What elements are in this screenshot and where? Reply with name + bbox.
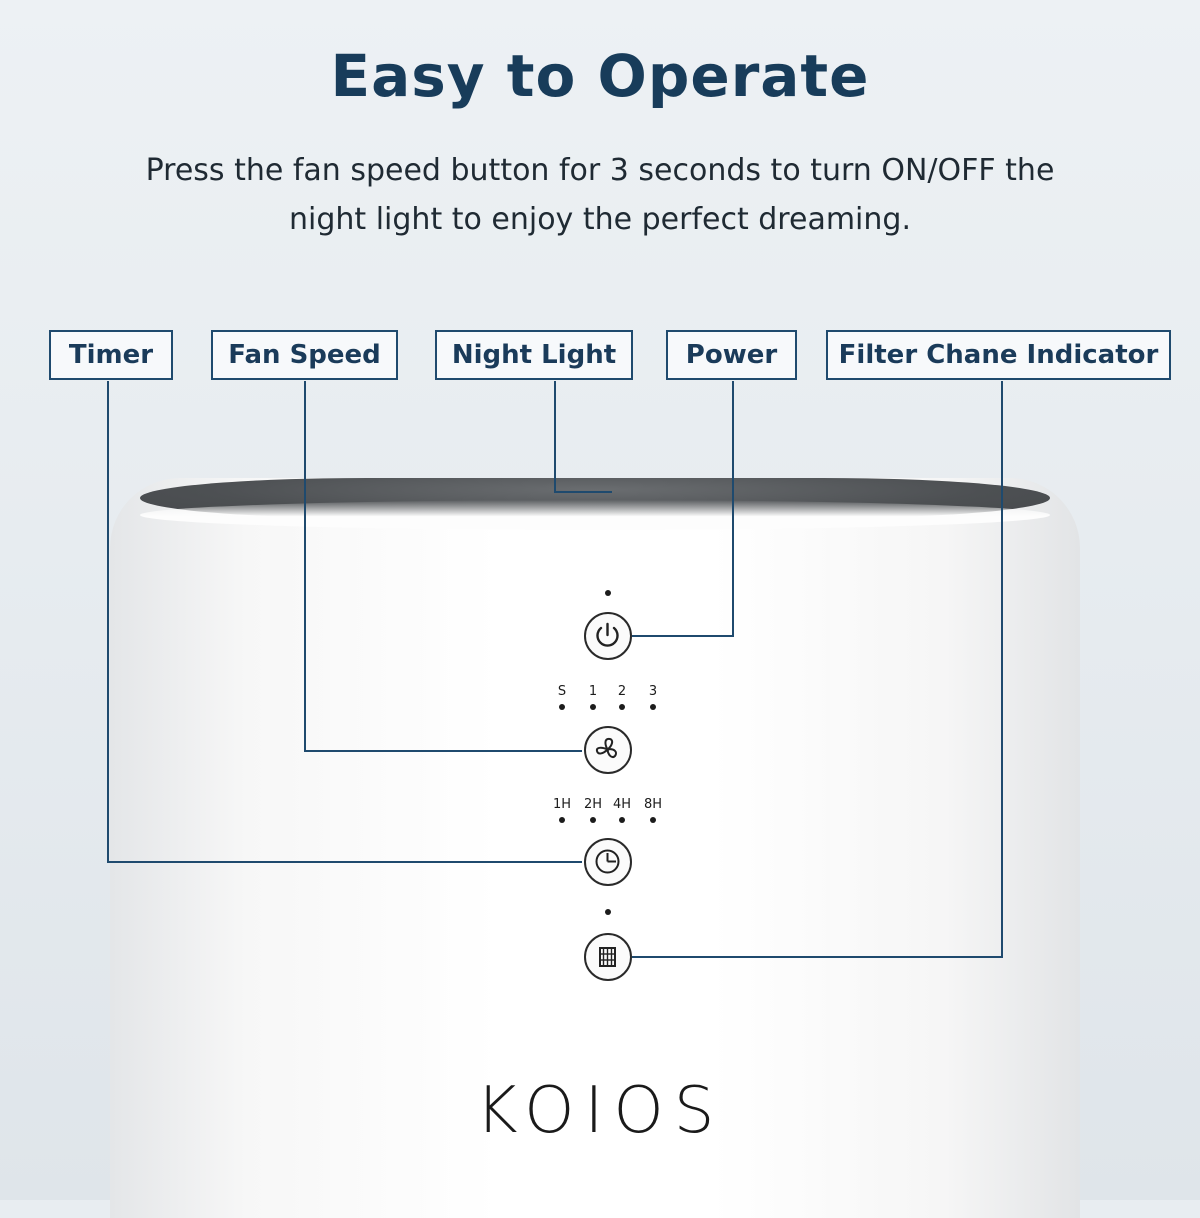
page-title: Easy to Operate bbox=[330, 42, 870, 110]
subtitle-line-2: night light to enjoy the perfect dreamin… bbox=[289, 202, 911, 237]
fan-icon bbox=[595, 737, 617, 759]
timer-level-label: 8H bbox=[643, 797, 663, 812]
fan-level-dot bbox=[650, 704, 656, 710]
label-power: Power bbox=[666, 330, 797, 380]
fan-level-label: 3 bbox=[648, 684, 658, 699]
timer-level-dot bbox=[619, 817, 625, 823]
subtitle-line-1: Press the fan speed button for 3 seconds… bbox=[145, 153, 1055, 188]
fan-level-dot bbox=[619, 704, 625, 710]
label-filter-change-indicator: Filter Chane Indicator bbox=[826, 330, 1171, 380]
timer-level-dot bbox=[650, 817, 656, 823]
brand-logo: KOIOS bbox=[475, 1074, 725, 1148]
label-night-light: Night Light bbox=[435, 330, 633, 380]
filter-reset-button[interactable] bbox=[584, 933, 632, 981]
power-button[interactable] bbox=[584, 612, 632, 660]
power-indicator-dot bbox=[605, 590, 611, 596]
timer-button[interactable] bbox=[584, 838, 632, 886]
timer-level-dot bbox=[559, 817, 565, 823]
label-timer: Timer bbox=[49, 330, 173, 380]
fan-level-dot bbox=[590, 704, 596, 710]
power-callout-line bbox=[632, 381, 734, 637]
air-purifier-rim bbox=[140, 500, 1050, 530]
fan-level-dot bbox=[559, 704, 565, 710]
timer-level-label: 2H bbox=[583, 797, 603, 812]
filter-icon bbox=[599, 947, 616, 967]
power-icon bbox=[596, 622, 619, 647]
filter-indicator-dot bbox=[605, 909, 611, 915]
fan-speed-callout-line bbox=[304, 381, 582, 752]
timer-level-dot bbox=[590, 817, 596, 823]
filter-callout-line bbox=[632, 381, 1003, 958]
label-fan-speed: Fan Speed bbox=[211, 330, 398, 380]
page-subtitle: Press the fan speed button for 3 seconds… bbox=[90, 146, 1110, 244]
timer-level-label: 4H bbox=[612, 797, 632, 812]
timer-level-label: 1H bbox=[552, 797, 572, 812]
timer-icon bbox=[595, 849, 620, 874]
fan-speed-button[interactable] bbox=[584, 726, 632, 774]
timer-callout-line bbox=[107, 381, 582, 863]
night-light-callout-line bbox=[554, 381, 612, 493]
fan-level-label: 1 bbox=[588, 684, 598, 699]
fan-level-label: S bbox=[557, 684, 567, 699]
fan-level-label: 2 bbox=[617, 684, 627, 699]
